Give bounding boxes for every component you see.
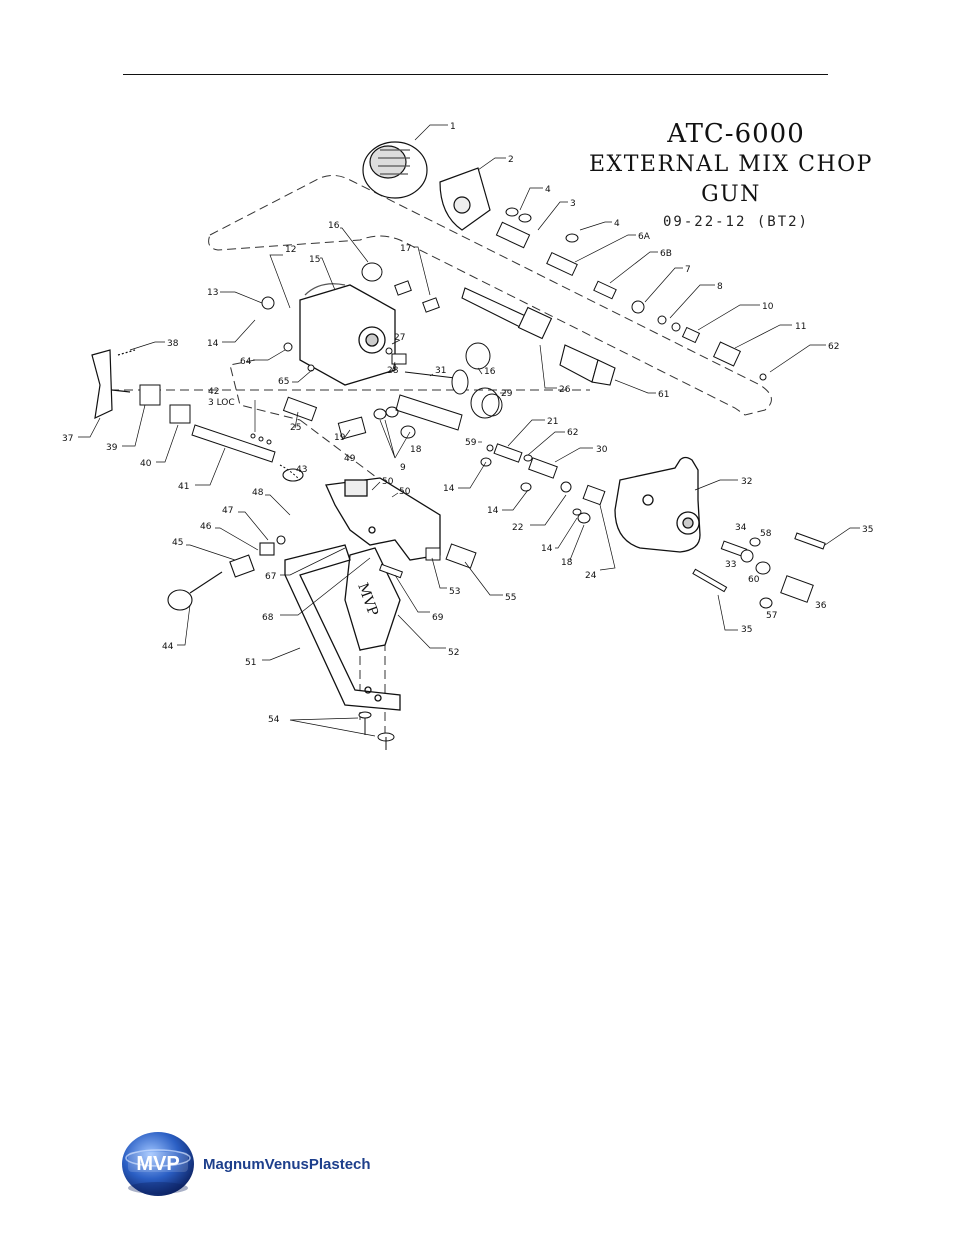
label-7: 7 — [685, 265, 691, 275]
label-8: 8 — [717, 282, 723, 292]
label-35b: 35 — [741, 625, 752, 635]
label-16b: 16 — [484, 367, 496, 377]
label-52: 52 — [448, 648, 459, 658]
label-3loc: 3 LOC — [208, 398, 235, 408]
label-31: 31 — [435, 366, 446, 376]
assembly-guide-lines — [110, 175, 771, 735]
label-4b: 4 — [614, 219, 620, 229]
label-68: 68 — [262, 613, 274, 623]
label-14d: 14 — [541, 544, 553, 554]
label-2: 2 — [508, 155, 514, 165]
part-54-screws — [359, 712, 394, 750]
exploded-parts-diagram: MVP 1 2 3 4 4 6A 6B 7 8 10 11 — [0, 0, 954, 800]
label-12: 12 — [285, 245, 296, 255]
label-15: 15 — [309, 255, 320, 265]
label-35a: 35 — [862, 525, 873, 535]
label-28: 28 — [387, 366, 399, 376]
part-39-40-nuts — [140, 385, 190, 423]
label-26: 26 — [559, 385, 571, 395]
label-37: 37 — [62, 434, 73, 444]
label-3: 3 — [570, 199, 576, 209]
part-9-valve-spool — [338, 395, 462, 439]
label-29: 29 — [501, 389, 513, 399]
label-48: 48 — [252, 488, 264, 498]
part-15-head-block — [300, 284, 395, 385]
label-6b: 6B — [660, 249, 672, 259]
part-26-shaft — [462, 288, 551, 338]
label-62a: 62 — [828, 342, 839, 352]
label-58: 58 — [760, 529, 772, 539]
label-61: 61 — [658, 390, 669, 400]
label-19: 19 — [334, 433, 346, 443]
logo-monogram: MVP — [136, 1153, 179, 1175]
label-69: 69 — [432, 613, 444, 623]
label-13: 13 — [207, 288, 218, 298]
label-50a: 50 — [382, 477, 394, 487]
label-18a: 18 — [410, 445, 422, 455]
label-64: 64 — [240, 357, 252, 367]
label-67: 67 — [265, 572, 276, 582]
label-41: 41 — [178, 482, 189, 492]
label-38: 38 — [167, 339, 179, 349]
label-57: 57 — [766, 611, 777, 621]
gun-handle: MVP — [345, 548, 400, 650]
label-10: 10 — [762, 302, 774, 312]
label-16a: 16 — [328, 221, 340, 231]
label-33: 33 — [725, 560, 736, 570]
label-54: 54 — [268, 715, 280, 725]
part-1-air-cap — [363, 142, 427, 198]
part-53-55-fittings — [380, 544, 476, 578]
label-43: 43 — [296, 465, 307, 475]
label-17: 17 — [400, 244, 411, 254]
label-45: 45 — [172, 538, 183, 548]
label-22: 22 — [512, 523, 523, 533]
label-6a: 6A — [638, 232, 651, 242]
label-59: 59 — [465, 438, 477, 448]
label-11: 11 — [795, 322, 806, 332]
label-46: 46 — [200, 522, 212, 532]
label-32: 32 — [741, 477, 752, 487]
label-47: 47 — [222, 506, 233, 516]
part-valve-components — [481, 444, 605, 523]
label-65: 65 — [278, 377, 289, 387]
label-27: 27 — [394, 333, 405, 343]
label-44: 44 — [162, 642, 174, 652]
label-42: 42 — [208, 387, 219, 397]
label-1: 1 — [450, 122, 456, 132]
part-37-handle-bracket — [92, 350, 135, 418]
brand-name: MagnumVenusPlastech — [203, 1156, 371, 1173]
part-32-chopper-housing — [615, 458, 700, 553]
label-9: 9 — [400, 463, 406, 473]
label-60: 60 — [748, 575, 760, 585]
label-14b: 14 — [443, 484, 455, 494]
label-18b: 18 — [561, 558, 573, 568]
label-39: 39 — [106, 443, 118, 453]
part-2-nozzle — [440, 168, 490, 230]
label-36: 36 — [815, 601, 827, 611]
label-14c: 14 — [487, 506, 499, 516]
label-14a: 14 — [207, 339, 219, 349]
part-fittings-upper — [496, 208, 766, 380]
label-49: 49 — [344, 454, 356, 464]
label-30: 30 — [596, 445, 608, 455]
label-4a: 4 — [545, 185, 551, 195]
label-62b: 62 — [567, 428, 578, 438]
part-chopper-fittings — [693, 533, 825, 608]
label-50b: 50 — [399, 487, 411, 497]
label-24: 24 — [585, 571, 597, 581]
label-21: 21 — [547, 417, 558, 427]
label-51: 51 — [245, 658, 256, 668]
part-61-fitting — [560, 345, 615, 385]
label-40: 40 — [140, 459, 152, 469]
label-55: 55 — [505, 593, 516, 603]
label-53: 53 — [449, 587, 460, 597]
label-25: 25 — [290, 423, 301, 433]
label-34: 34 — [735, 523, 747, 533]
